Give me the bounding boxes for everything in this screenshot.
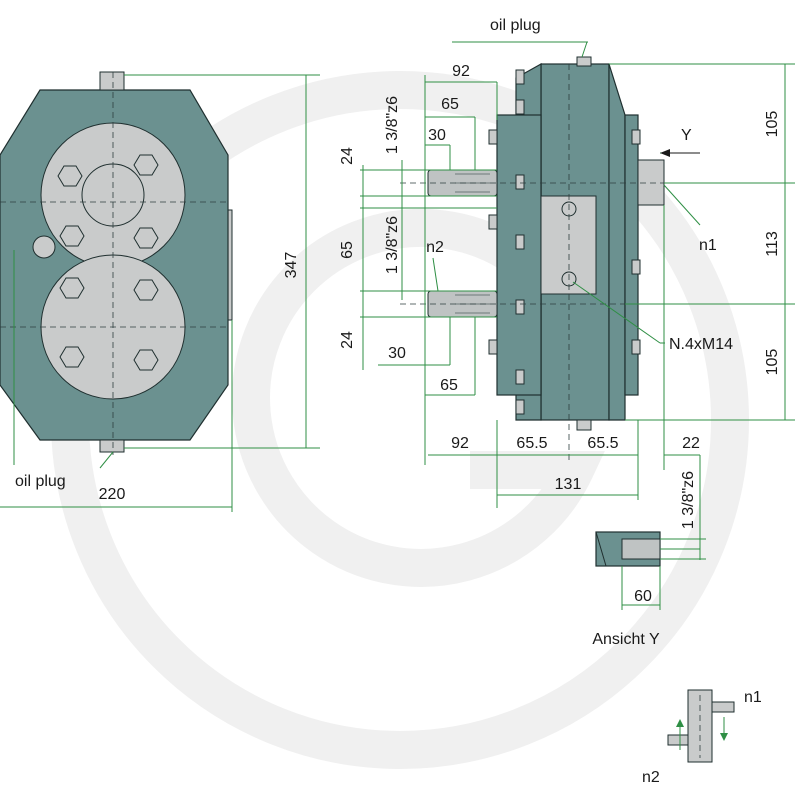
rotation-legend (667, 689, 735, 763)
right-housing-half (608, 63, 626, 421)
detail-view-y (595, 531, 706, 610)
dim-220: 220 (99, 486, 126, 503)
front-dimensions (0, 74, 320, 512)
side-view (400, 56, 700, 460)
view-y-title: Ansicht Y (592, 631, 660, 648)
dim-24-top: 24 (339, 147, 356, 165)
bottom-plug-boss (99, 439, 125, 453)
dim-30-bottom: 30 (388, 345, 406, 362)
dim-65-top: 65 (441, 96, 459, 113)
side-dimensions (360, 41, 795, 560)
top-plug (576, 56, 592, 67)
legend-n2: n2 (642, 769, 660, 786)
oil-plug-label-top: oil plug (490, 17, 541, 34)
dim-30-top: 30 (428, 127, 446, 144)
dim-65-left: 65 (339, 241, 356, 259)
dim-92-top: 92 (452, 63, 470, 80)
dim-65-bottom: 65 (440, 377, 458, 394)
dim-shaft-spec-right: 1 3/8"z6 (680, 471, 697, 529)
front-view (0, 71, 233, 455)
label-n2: n2 (426, 239, 444, 256)
dim-24-bottom: 24 (339, 331, 356, 349)
dim-22: 22 (682, 435, 700, 452)
dim-92-bottom: 92 (451, 435, 469, 452)
dim-shaft-spec-top: 1 3/8"z6 (384, 96, 401, 154)
output-flange-y (637, 159, 665, 206)
side-bolts (488, 69, 641, 415)
dim-65-5-right: 65.5 (587, 435, 618, 452)
oil-plug-side (32, 235, 56, 259)
view-y-arrow (660, 149, 700, 157)
left-cover (496, 114, 542, 396)
dim-131: 131 (555, 476, 582, 493)
cover-bolt-heads (57, 154, 159, 371)
dim-347: 347 (283, 252, 300, 279)
dim-105-bottom: 105 (764, 349, 781, 376)
label-y: Y (681, 127, 692, 144)
oil-plug-label-left: oil plug (15, 473, 66, 490)
dim-shaft-spec-mid: 1 3/8"z6 (384, 216, 401, 274)
legend-n1: n1 (744, 689, 762, 706)
label-thread-spec: N.4xM14 (669, 336, 733, 353)
bottom-plug (576, 419, 592, 431)
dim-65-5-left: 65.5 (516, 435, 547, 452)
dim-113: 113 (764, 231, 781, 257)
dim-105-top: 105 (764, 111, 781, 138)
label-n1: n1 (699, 237, 717, 254)
top-plug-boss (99, 71, 125, 91)
dim-60: 60 (634, 588, 652, 605)
